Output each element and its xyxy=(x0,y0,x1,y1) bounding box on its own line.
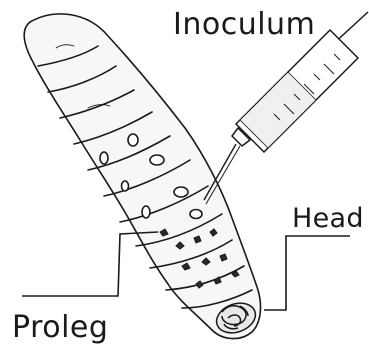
spiracle xyxy=(174,187,188,197)
larva-outline xyxy=(24,14,260,339)
larva-body xyxy=(24,14,260,339)
spiracle xyxy=(150,155,164,165)
head-label: Head xyxy=(292,205,364,232)
spiracle xyxy=(190,210,202,219)
head-leader-line xyxy=(264,236,350,310)
proleg-label: Proleg xyxy=(12,313,108,343)
inoculum-label: Inoculum xyxy=(173,10,315,40)
spiracle xyxy=(128,134,138,146)
proleg-mark xyxy=(194,236,201,243)
proleg-mark xyxy=(220,254,227,261)
proleg-leader-line xyxy=(22,232,158,296)
spiracle xyxy=(100,152,108,164)
spiracle xyxy=(142,206,150,218)
spiracle xyxy=(122,181,129,191)
